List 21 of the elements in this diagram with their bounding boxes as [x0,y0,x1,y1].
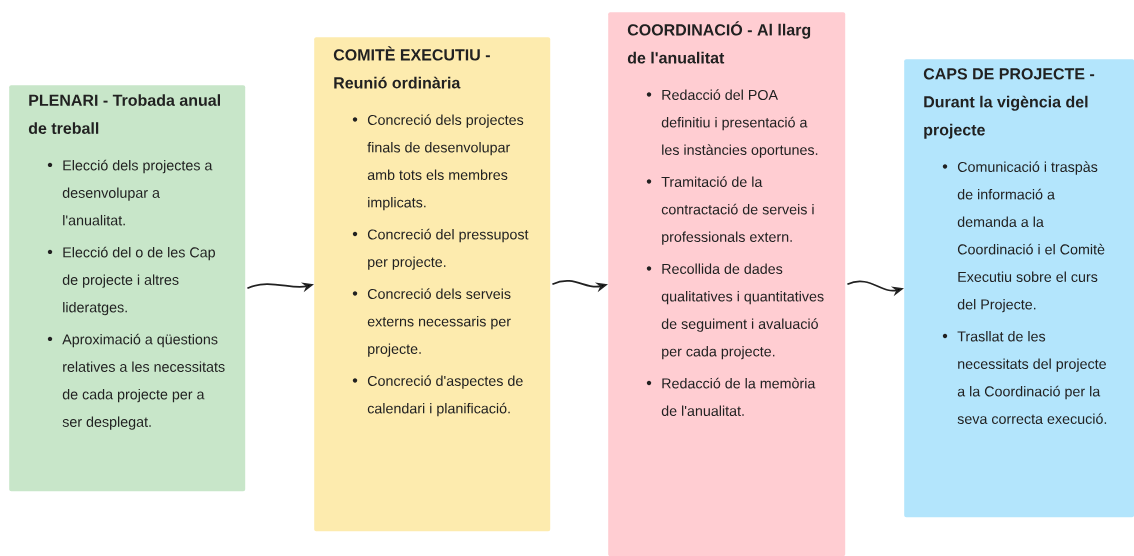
box-heading: PLENARI - Trobada anual de treball [28,94,220,134]
bullet-item: Redacció de la memòria de l'anualitat. [661,377,816,416]
bullet-item: Trasllat de les necessitats del projecte a la Coordinació per la seva correcta execució. [957,331,1107,424]
process-box [314,37,551,532]
box-heading: CAPS DE PROJECTE - Durant la vigència del projecte [923,68,1095,139]
bullet-item: Elecció del o de les Cap de projecte i altres lideratges. [62,246,215,316]
bullet-item: Concreció dels serveis externs necessaris per projecte. [367,288,511,357]
bullet-item: Concreció d'aspectes de calendari i planificació. [367,375,523,417]
bullet-item: Concreció dels projectes finals de desenvolupar amb tots els membres implicats. [367,114,524,211]
process-box [608,12,846,556]
bullet-item: Elecció dels projectes a desenvolupar a l'anualitat. [62,159,213,226]
box-heading: COMITÈ EXECUTIU - Reunió ordinària [333,46,490,89]
bullet-item: Redacció del POA definitiu i presentació a les instàncies oportunes. [661,89,818,158]
box-heading: COORDINACIÓ - Al llarg de l'anualitat [627,21,811,64]
bullet-item: Recollida de dades qualitatives i quantitatives de seguiment i avaluació per cada projecte. [661,263,824,360]
process-box [904,59,1134,518]
bullet-item: Tramitació de la contractació de serveis i professionals extern. [661,176,814,245]
bullet-item: Aproximació a qüestions relatives a les necessitats de cada projecte per a ser desplegat. [62,333,225,430]
bullet-item: Concreció del pressupost per projecte. [367,228,529,270]
bullet-item: Comunicació i traspàs de informació a demanda a la Coordinació i el Comitè Executiu sobre el curs del Projecte. [957,161,1105,313]
process-box [9,85,246,492]
